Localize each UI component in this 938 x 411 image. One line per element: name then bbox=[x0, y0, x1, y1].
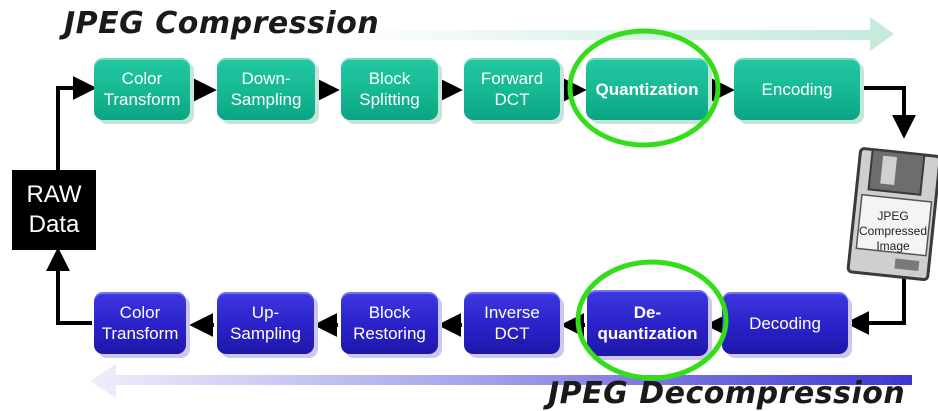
decompression-color-transform-block: Color Transform bbox=[94, 292, 186, 354]
up-sampling-block: Up- Sampling bbox=[217, 292, 314, 354]
raw-data-block: RAW Data bbox=[12, 170, 96, 250]
inverse-dct-block: Inverse DCT bbox=[464, 292, 560, 354]
floppy-disk-icon bbox=[846, 147, 938, 282]
down-sampling-block: Down- Sampling bbox=[217, 58, 315, 120]
decompression-direction-arrow bbox=[90, 364, 912, 398]
decompression-flow-lines bbox=[46, 247, 906, 337]
decompression-title: JPEG Decompression bbox=[548, 376, 906, 411]
decoding-block: Decoding bbox=[722, 292, 848, 354]
block-restoring-block: Block Restoring bbox=[341, 292, 438, 354]
compression-color-transform-block: Color Transform bbox=[94, 58, 190, 120]
encoding-block: Encoding bbox=[734, 58, 860, 120]
block-splitting-block: Block Splitting bbox=[341, 58, 438, 120]
compressed-image-label: JPEG Compressed Image bbox=[858, 209, 928, 253]
quantization-block: Quantization bbox=[586, 58, 708, 120]
dequantization-block: De- quantization bbox=[587, 290, 708, 356]
compression-direction-arrow bbox=[340, 17, 894, 51]
compression-title: JPEG Compression bbox=[64, 6, 380, 41]
forward-dct-block: Forward DCT bbox=[464, 58, 560, 120]
